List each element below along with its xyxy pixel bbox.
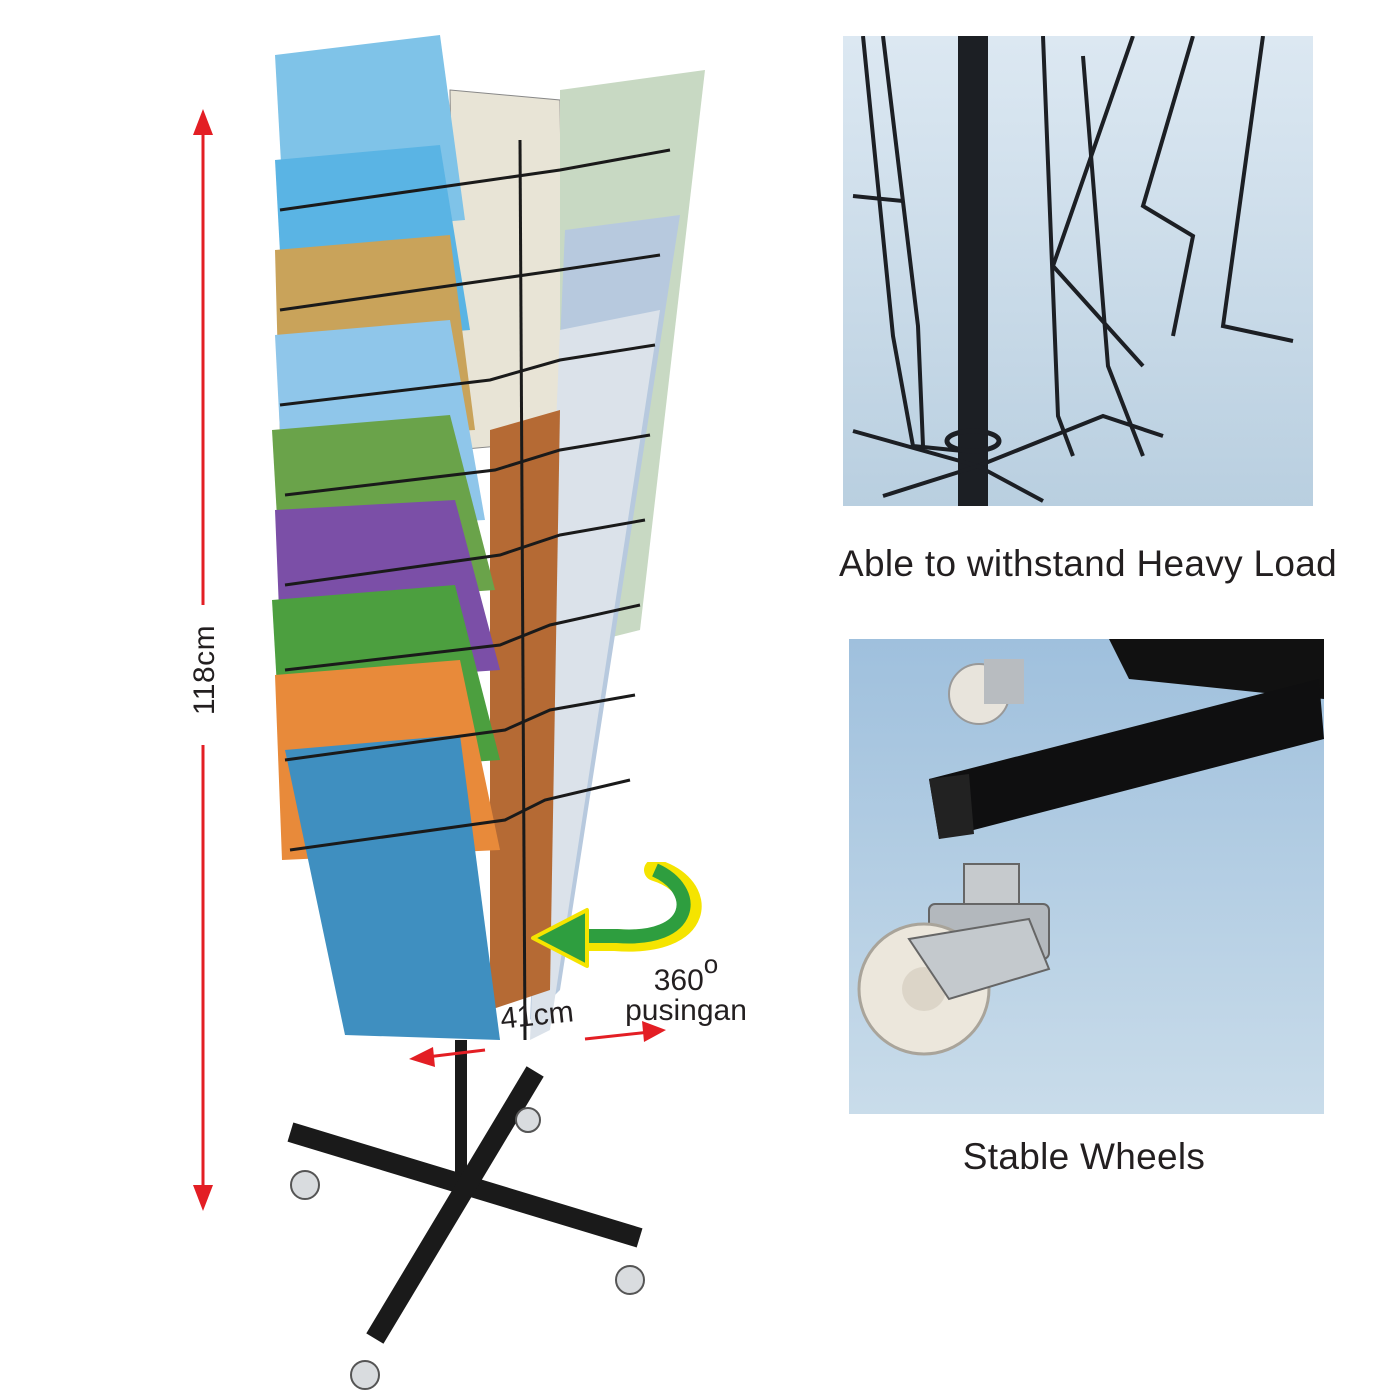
magazine-rack-illustration: [272, 35, 705, 1390]
wire-frame: [279, 139, 671, 1041]
rotation-arrow: [531, 862, 702, 968]
rotation-label: 360o pusingan: [606, 949, 766, 1027]
height-label: 118cm: [188, 624, 221, 716]
cross-base: [287, 1066, 643, 1344]
right-side-books: [449, 70, 705, 1040]
small-caster-back: [948, 659, 1024, 725]
degree-mark: o: [703, 949, 719, 979]
stable-wheels-caption: Stable Wheels: [962, 1136, 1206, 1177]
large-caster-front: [857, 863, 1051, 1056]
rotation-value: 360: [653, 964, 704, 997]
heavy-load-detail-photo: [843, 36, 1313, 506]
heavy-load-caption: Able to withstand Heavy Load: [839, 543, 1337, 584]
front-books: [272, 35, 500, 1040]
stable-wheels-detail-photo: [849, 639, 1324, 1114]
rotation-caption: pusingan: [625, 994, 747, 1027]
caster-wheels: [290, 1107, 645, 1390]
height-dimension-arrow: [193, 109, 213, 1211]
width-dimension-arrow: [409, 1021, 666, 1067]
